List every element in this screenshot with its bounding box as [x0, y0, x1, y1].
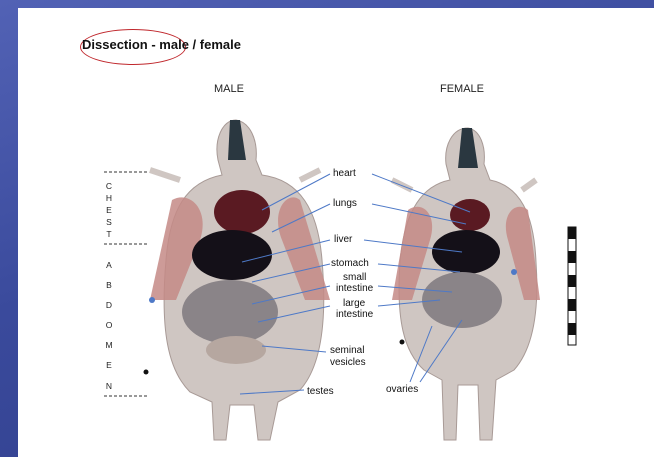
region-letter: N: [102, 381, 116, 391]
label-large-intestine-line2: intestine: [336, 309, 373, 320]
region-letter: A: [102, 260, 116, 270]
region-letter: C: [102, 181, 116, 191]
label-lungs: lungs: [333, 198, 357, 209]
scale-bar: [568, 227, 576, 345]
label-heart: heart: [333, 168, 356, 179]
region-letter: S: [102, 217, 116, 227]
male-rat-image: [144, 120, 331, 440]
label-testes: testes: [307, 386, 334, 397]
region-letter: T: [102, 229, 116, 239]
region-letter: D: [102, 300, 116, 310]
region-letter: H: [102, 193, 116, 203]
label-seminal-line1: seminal: [330, 345, 364, 356]
region-letter: M: [102, 340, 116, 350]
region-letter: O: [102, 320, 116, 330]
label-small-intestine-line1: small: [343, 272, 366, 283]
label-ovaries: ovaries: [386, 384, 418, 395]
label-seminal-line2: vesicles: [330, 357, 366, 368]
label-liver: liver: [334, 234, 352, 245]
label-small-intestine-line2: intestine: [336, 283, 373, 294]
label-large-intestine-line1: large: [343, 298, 365, 309]
region-letter: E: [102, 360, 116, 370]
region-letter: E: [102, 205, 116, 215]
region-letter: B: [102, 280, 116, 290]
label-stomach: stomach: [331, 258, 369, 269]
